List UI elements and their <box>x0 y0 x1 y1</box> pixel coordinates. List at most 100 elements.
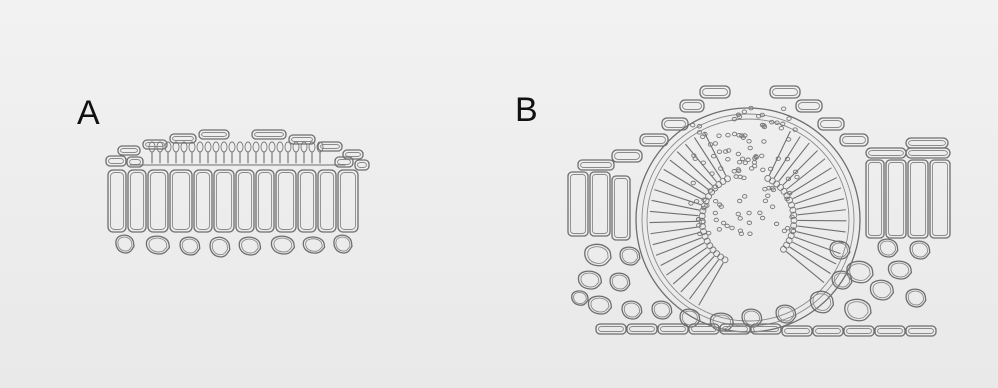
spore-b <box>781 107 785 111</box>
paraphysis-head-b <box>769 178 775 184</box>
epidermis-cell-a-inner <box>121 149 138 153</box>
epidermis-cell-b-inner <box>683 103 702 110</box>
spongy-cell-b-inner <box>612 275 627 289</box>
palisade-cell-b-inner <box>615 179 628 238</box>
spongy-cell-b <box>870 280 893 300</box>
upper-cell-a <box>106 156 126 166</box>
spongy-cell-b <box>830 241 850 259</box>
paraphysis-head-a <box>245 142 251 152</box>
epidermis-cell-b <box>906 148 950 158</box>
spore-b <box>763 199 767 203</box>
palisade-cell-a-inner <box>151 173 166 230</box>
spongy-cell-b-inner <box>891 263 909 277</box>
epidermis-cell-a-inner <box>202 133 227 137</box>
epidermis-cell-b-inner <box>615 153 640 160</box>
spore-b <box>740 157 744 161</box>
paraphysis-b <box>653 233 699 245</box>
epidermis-cell-a <box>199 130 229 139</box>
palisade-cell-b-inner <box>593 175 608 234</box>
palisade-cell-a-inner <box>173 173 190 230</box>
lower-epidermis-cell-b <box>844 326 874 336</box>
spongy-cell-a <box>303 237 324 253</box>
paraphysis-head-a <box>157 142 163 152</box>
spongy-cell-a <box>271 236 294 254</box>
spore-b <box>747 139 751 143</box>
upper-cell-a-inner <box>130 160 141 165</box>
paraphysis-b <box>798 210 846 215</box>
paraphysis-head-a <box>269 142 275 152</box>
spongy-cell-b-inner <box>581 273 599 287</box>
lower-epidermis-cell-b-inner <box>878 329 903 334</box>
spongy-cell-b <box>572 291 588 305</box>
epidermis-cell-b-inner <box>869 151 904 156</box>
spongy-cell-a-inner <box>242 239 259 253</box>
paraphysis-head-b <box>720 178 726 184</box>
spore-b <box>691 181 695 185</box>
palisade-cell-b <box>908 160 928 238</box>
spore-b <box>714 218 718 222</box>
epidermis-cell-b-inner <box>581 163 612 168</box>
spongy-cell-b-inner <box>912 243 927 257</box>
epidermis-cell-a <box>252 130 286 139</box>
spongy-cell-b <box>620 247 640 265</box>
lower-epidermis-cell-b-inner <box>847 329 872 334</box>
palisade-cell-a-inner <box>341 173 356 230</box>
epidermis-cell-b-inner <box>703 89 728 96</box>
palisade-cell-b-inner <box>933 163 948 236</box>
palisade-cell-b-inner <box>889 163 904 236</box>
palisade-cell-b-inner <box>911 163 926 236</box>
spore-b <box>717 228 721 232</box>
spongy-cell-a-inner <box>306 239 323 252</box>
paraphysis-head-b <box>784 242 790 248</box>
spongy-cell-b-inner <box>850 264 870 281</box>
palisade-cell-a <box>148 170 168 232</box>
paraphysis-head-a <box>221 142 227 152</box>
paraphysis-head-a <box>277 142 283 152</box>
epidermis-cell-b <box>906 138 948 148</box>
spore-b <box>743 161 747 165</box>
lower-epidermis-cell-b <box>596 324 626 334</box>
palisade-cell-a-inner <box>301 173 314 230</box>
spongy-cell-b-inner <box>624 303 639 317</box>
spongy-cell-b-inner <box>880 241 895 255</box>
lower-epidermis-cell-b-inner <box>599 327 624 332</box>
epidermis-cell-b <box>680 100 704 112</box>
paraphysis-b <box>650 221 698 222</box>
paraphysis-head-b <box>781 188 787 194</box>
spore-b <box>736 152 740 156</box>
palisade-cell-a <box>214 170 234 232</box>
spongy-cell-a <box>334 235 352 253</box>
upper-cell-a-inner <box>109 159 124 164</box>
paraphysis-head-a <box>213 142 219 152</box>
spore-b <box>752 161 756 165</box>
epidermis-cell-b <box>640 134 668 146</box>
spore-b <box>726 157 730 161</box>
spongy-cell-a <box>116 235 134 253</box>
spore-b <box>732 132 736 136</box>
lower-epidermis-cell-b-inner <box>785 329 810 334</box>
epidermis-cell-b <box>578 160 614 170</box>
spore-b <box>747 221 751 225</box>
spongy-cell-a-inner <box>274 238 292 252</box>
spongy-cell-b <box>588 296 611 314</box>
spore-b <box>711 154 715 158</box>
paraphysis-b <box>651 227 699 234</box>
spore-b <box>690 123 694 127</box>
lower-epidermis-cell-b <box>906 326 936 336</box>
palisade-cell-b <box>590 172 610 236</box>
spongy-cell-b <box>610 273 630 291</box>
spore-b <box>766 194 770 198</box>
spore-b <box>732 169 736 173</box>
spore-b <box>785 226 789 230</box>
spongy-cell-b <box>652 301 672 319</box>
paraphysis-b <box>657 238 702 255</box>
spore-b <box>730 226 734 230</box>
upper-cell-a-inner <box>358 163 367 168</box>
spore-b <box>748 232 752 236</box>
spore-b <box>791 229 795 233</box>
spongy-cell-b-inner <box>654 303 669 317</box>
spongy-cell-a <box>180 237 200 255</box>
spore-b <box>758 211 762 215</box>
epidermis-cell-b-inner <box>799 103 820 110</box>
